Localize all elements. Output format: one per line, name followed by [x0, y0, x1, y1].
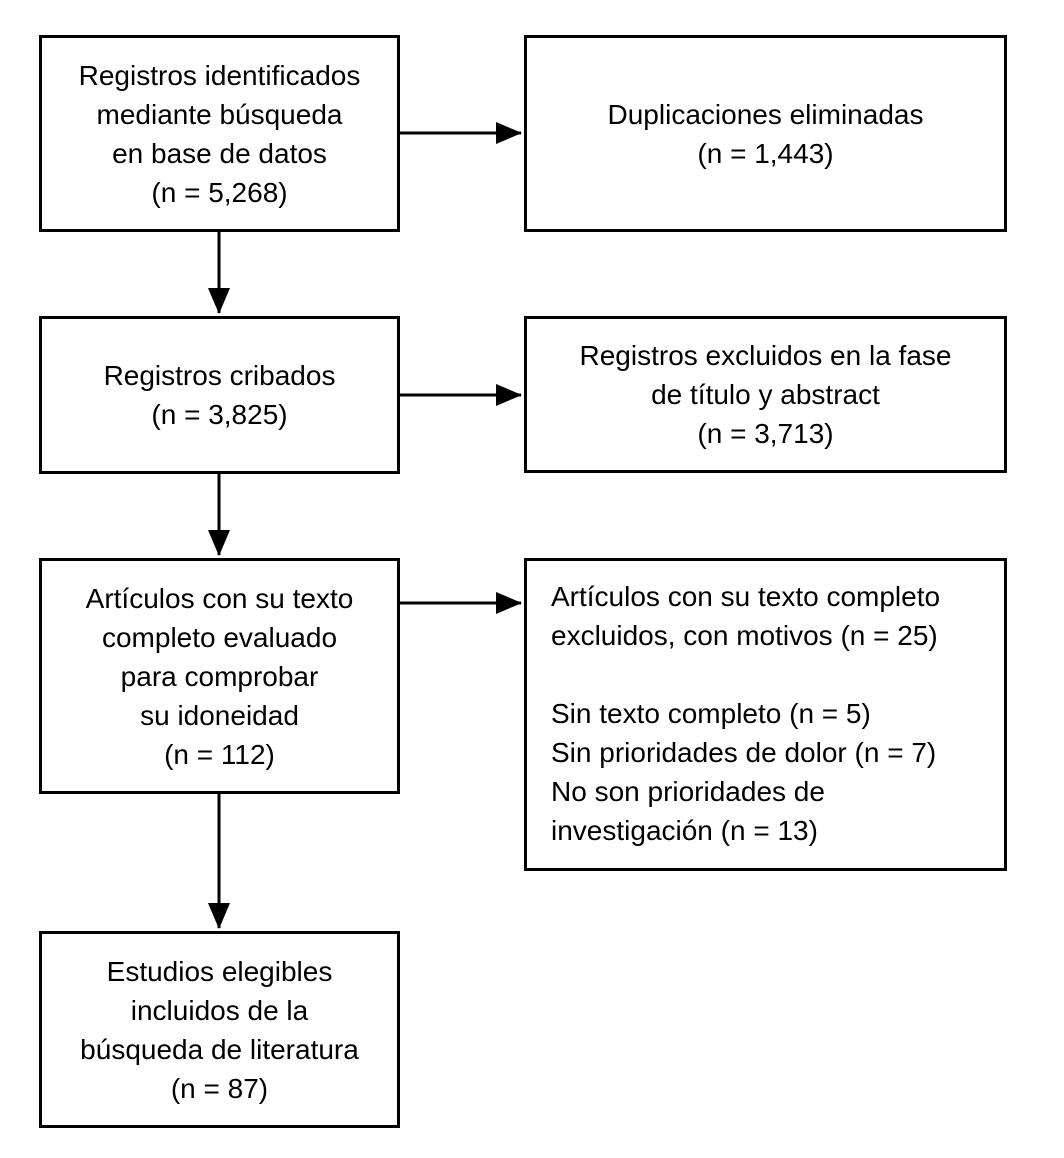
box-text-line: búsqueda de literatura	[80, 1033, 359, 1065]
box-text-line: incluidos de la	[130, 994, 309, 1026]
box-text-line: Registros identificados	[78, 59, 361, 91]
box-text-line: (n = 3,713)	[697, 418, 834, 449]
box-text-line: completo evaluado	[101, 621, 338, 653]
box-text-line: de título y abstract	[651, 379, 880, 410]
box-fulltext-assessed: Artículos con su texto completo evaluado…	[39, 558, 400, 794]
box-text-line: No son prioridades de	[551, 776, 825, 807]
box-text-line: en base de datos	[112, 137, 327, 169]
box-text-line: excluidos, con motivos (n = 25)	[551, 620, 938, 651]
box-studies-included: Estudios elegibles incluidos de la búsqu…	[39, 931, 400, 1128]
box-text-line: (n = 1,443)	[697, 137, 834, 169]
box-text-line: Artículos con su texto	[85, 582, 354, 614]
box-text-line: Registros excluidos en la fase	[579, 340, 952, 371]
box-text-line: Sin texto completo (n = 5)	[551, 698, 871, 729]
box-text-line: (n = 3,825)	[151, 399, 288, 430]
box-fulltext-excluded: Artículos con su texto completo excluido…	[524, 558, 1007, 871]
box-duplicates-removed: Duplicaciones eliminadas (n = 1,443)	[524, 35, 1007, 232]
box-text-line: para comprobar	[120, 660, 319, 692]
box-text-line: (n = 87)	[170, 1072, 269, 1104]
box-text-line: Duplicaciones eliminadas	[607, 98, 924, 130]
box-text-line: (n = 112)	[164, 738, 275, 770]
box-title-abstract-excluded: Registros excluidos en la fase de título…	[524, 316, 1007, 473]
box-records-identified: Registros identificados mediante búsqued…	[39, 35, 400, 232]
box-text-line: Registros cribados	[103, 360, 336, 391]
box-text-line: (n = 5,268)	[151, 176, 288, 208]
box-text-line: Sin prioridades de dolor (n = 7)	[551, 737, 937, 768]
box-text-line: mediante búsqueda	[96, 98, 343, 130]
box-text-line: su idoneidad	[140, 699, 299, 731]
box-text-line: investigación (n = 13)	[551, 815, 818, 846]
box-text-line: Estudios elegibles	[106, 955, 333, 987]
box-text-line	[551, 655, 988, 694]
box-records-screened: Registros cribados (n = 3,825)	[39, 316, 400, 474]
box-text-line: Artículos con su texto completo	[551, 581, 941, 612]
